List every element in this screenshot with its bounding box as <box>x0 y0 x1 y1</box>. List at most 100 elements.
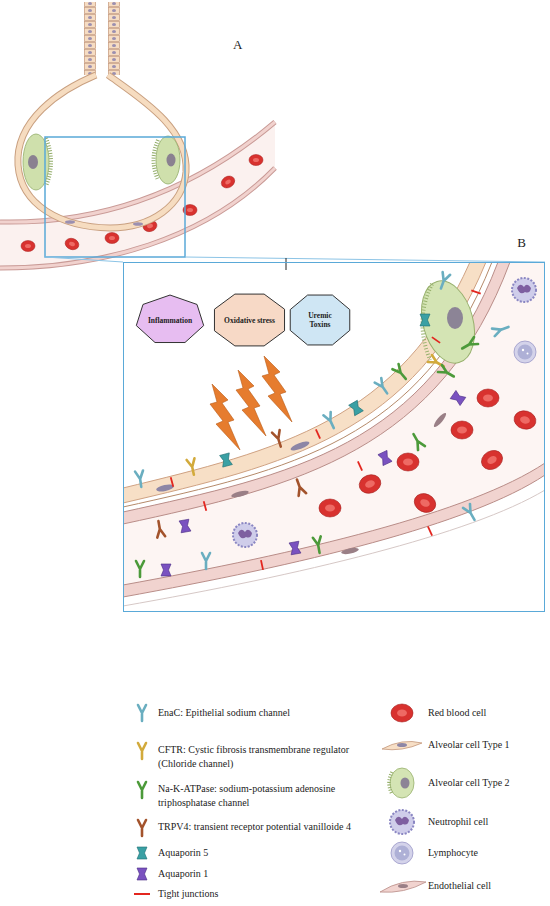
tight-junction <box>261 560 263 570</box>
legend-text: Na-K-ATPase: sodium-potassium adenosine … <box>158 783 335 808</box>
legend-text: Neutrophil cell <box>428 816 488 827</box>
legend-entry: EnaC: Epithelial sodium channel <box>158 706 373 720</box>
aquaporin1-channel <box>450 390 466 405</box>
legend-text: TRPV4: transient receptor potential vani… <box>158 821 351 832</box>
nucleus <box>133 222 143 226</box>
type2-cell-symbol <box>389 768 414 798</box>
aquaporin5-channel <box>220 453 233 467</box>
legend-entry: Red blood cell <box>428 706 546 720</box>
legend-entry: Aquaporin 5 <box>158 846 358 860</box>
alveolar-wall <box>18 75 186 228</box>
aquaporin1-channel <box>161 564 171 576</box>
lymphocyte <box>514 341 536 363</box>
nucleus <box>447 307 463 329</box>
nucleus <box>231 489 250 498</box>
capillary-a <box>0 122 275 268</box>
legend-text: Tight junctions <box>158 888 218 899</box>
red-blood-cell-symbol <box>391 704 413 722</box>
legend-entry: Aquaporin 1 <box>158 867 358 881</box>
enac-channel <box>463 504 478 522</box>
legend-text: CFTR: Cystic fibrosis transmembrane regu… <box>158 744 349 769</box>
nucleus <box>290 440 311 452</box>
nucleus <box>156 483 175 493</box>
na-k-atpase-symbol <box>138 782 146 798</box>
aquaporin5-channel <box>349 400 364 415</box>
red-blood-cell <box>249 155 263 166</box>
tight-junction <box>428 526 432 535</box>
lightning-bolt <box>262 356 292 422</box>
text-holder: Inflammation <box>134 294 206 346</box>
epithelial-wall <box>84 2 96 75</box>
text-holder: B <box>517 235 526 251</box>
enac-channel <box>492 323 510 336</box>
tissue-line <box>124 490 544 606</box>
tight-junction <box>358 461 362 470</box>
neutrophil <box>233 523 257 547</box>
lymphocyte-symbol <box>391 842 413 864</box>
tight-junction-symbol <box>134 893 150 895</box>
tight-junction <box>171 477 174 487</box>
endothelial-cell-symbol <box>380 881 426 892</box>
zoom-square <box>45 137 185 257</box>
alveolus <box>18 75 186 228</box>
cftr-symbol <box>138 743 146 759</box>
red-blood-cell <box>319 499 341 517</box>
legend-text: Alveolar cell Type 1 <box>428 739 510 750</box>
lightning-bolt <box>210 384 240 450</box>
tick-mark <box>286 258 287 270</box>
panel-letter: B <box>517 235 526 251</box>
legend-entry: Endothelial cell <box>428 879 546 893</box>
enac-channel <box>135 471 145 488</box>
legend-entry: Alveolar cell Type 1 <box>428 738 546 752</box>
legend-entry: Na-K-ATPase: sodium-potassium adenosine … <box>158 782 373 810</box>
legend-text: Lymphocyte <box>428 847 478 858</box>
enac-channel <box>323 412 337 430</box>
red-blood-cell <box>21 241 35 252</box>
tight-junction <box>432 337 440 343</box>
red-blood-cell <box>397 453 419 471</box>
alveolar-wall <box>18 75 186 228</box>
factor-octagon: Uremic Toxins <box>289 294 351 346</box>
neutrophil <box>512 278 536 302</box>
red-blood-cell <box>478 447 506 474</box>
na-k-atpase <box>410 432 425 450</box>
zoom-panel: BInflammationOxidative stressUremic Toxi… <box>123 262 545 612</box>
shape-fill <box>290 295 350 345</box>
legend-entry: TRPV4: transient receptor potential vani… <box>158 820 373 834</box>
legend-entry: Lymphocyte <box>428 846 546 860</box>
aquaporin5-symbol <box>137 847 147 859</box>
lightning-bolt <box>236 370 266 436</box>
shape-fill <box>214 294 284 346</box>
neutrophil-symbol <box>390 810 414 834</box>
aquaporin1-channel <box>179 519 191 533</box>
legend-symbols <box>134 704 426 894</box>
aquaporin5-channel <box>420 314 430 326</box>
trpv4-channel <box>293 478 306 496</box>
nucleus <box>28 155 38 169</box>
red-blood-cell <box>451 421 473 439</box>
shape-fill <box>136 295 203 342</box>
legend-entry: CFTR: Cystic fibrosis transmembrane regu… <box>158 743 373 771</box>
nucleus <box>167 154 176 167</box>
type1-cell-symbol <box>382 741 422 749</box>
trpv4-channel <box>272 430 285 448</box>
factor-heptagon: Inflammation <box>134 294 206 346</box>
microvilli <box>154 140 159 180</box>
nucleus <box>65 220 75 224</box>
endothelial-layer <box>124 463 544 597</box>
nucleus <box>341 547 360 556</box>
na-k-atpase <box>438 365 456 380</box>
capillary-lumen <box>124 263 544 585</box>
tight-junction <box>204 501 207 511</box>
microvilli <box>46 138 51 186</box>
legend-entry: Tight junctions <box>158 887 358 901</box>
red-blood-cell <box>105 233 119 244</box>
capillary-lumen <box>0 122 275 268</box>
legend-entry: Neutrophil cell <box>428 815 546 829</box>
zoom-line <box>45 257 123 262</box>
panel-letter: A <box>233 37 242 53</box>
aquaporin1-channel <box>378 450 392 465</box>
legend-text: Alveolar cell Type 2 <box>428 777 510 788</box>
trpv4-channel <box>154 520 165 537</box>
